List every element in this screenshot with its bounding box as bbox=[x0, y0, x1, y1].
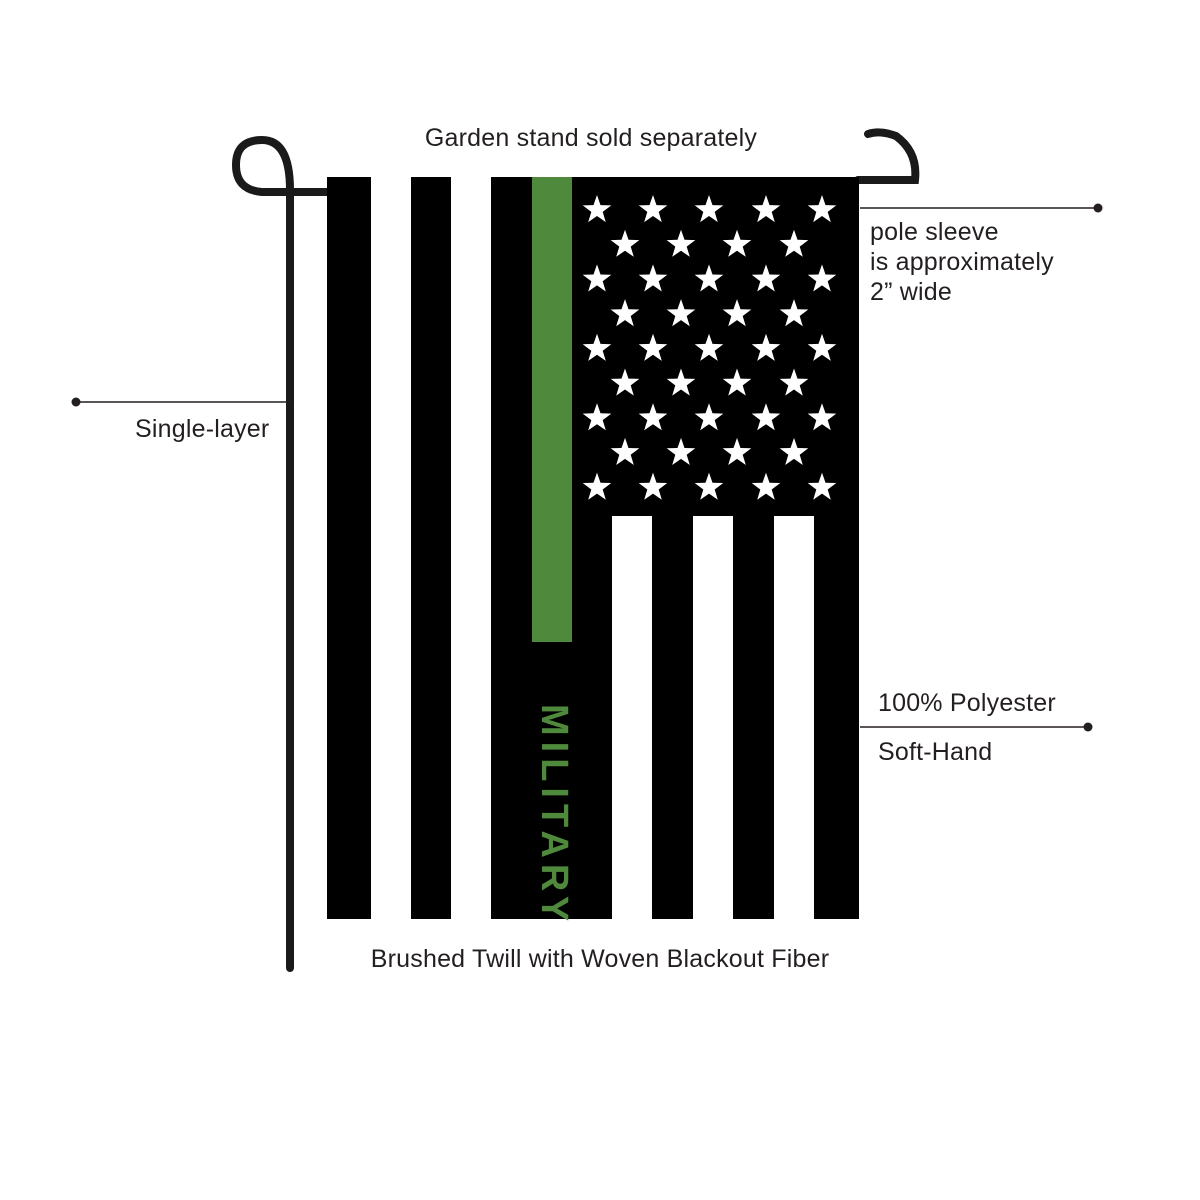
pole-sleeve-label: pole sleeve is approximately 2” wide bbox=[870, 217, 1100, 307]
soft-hand-label: Soft-Hand bbox=[878, 738, 993, 766]
flag-star-icon bbox=[610, 437, 640, 465]
flag-star-icon bbox=[751, 403, 781, 431]
flag-star-icon bbox=[751, 472, 781, 500]
flag-star-icon bbox=[807, 403, 837, 431]
flag-star-icon bbox=[694, 195, 724, 223]
flag-star-icon bbox=[722, 437, 752, 465]
callout-lines bbox=[71, 203, 1103, 732]
pole-sleeve-line-3: 2” wide bbox=[870, 278, 952, 306]
flag-star-icon bbox=[638, 333, 668, 361]
flag-star-icon bbox=[610, 299, 640, 327]
flag-star-icon bbox=[582, 195, 612, 223]
flag-star-icon bbox=[722, 368, 752, 396]
flag-star-icon bbox=[807, 195, 837, 223]
flag-stripes-right bbox=[612, 516, 814, 919]
flag-star-icon bbox=[722, 229, 752, 257]
flag-star-icon bbox=[666, 437, 696, 465]
pole-sleeve-line-1: pole sleeve bbox=[870, 218, 999, 246]
single-layer-label: Single-layer bbox=[135, 415, 270, 443]
flag-star-icon bbox=[779, 299, 809, 327]
flag-star-icon bbox=[638, 403, 668, 431]
stand-note-label: Garden stand sold separately bbox=[424, 124, 758, 152]
flag-star-icon bbox=[638, 195, 668, 223]
flag-star-icon bbox=[638, 264, 668, 292]
flag-star-icon bbox=[694, 264, 724, 292]
star-field bbox=[582, 195, 837, 500]
flag-star-icon bbox=[666, 368, 696, 396]
flag-star-icon bbox=[694, 472, 724, 500]
flag-star-icon bbox=[582, 264, 612, 292]
garden-stand-pole-icon bbox=[231, 128, 920, 972]
flag-star-icon bbox=[610, 368, 640, 396]
flag-star-icon bbox=[638, 472, 668, 500]
flag-star-icon bbox=[722, 299, 752, 327]
flag-star-icon bbox=[807, 333, 837, 361]
flag-star-icon bbox=[779, 229, 809, 257]
flag-star-icon bbox=[582, 403, 612, 431]
flag-star-icon bbox=[582, 472, 612, 500]
flag-star-icon bbox=[779, 368, 809, 396]
flag-star-icon bbox=[751, 333, 781, 361]
fabric-label: Brushed Twill with Woven Blackout Fiber bbox=[370, 945, 830, 973]
flag-star-icon bbox=[807, 264, 837, 292]
polyester-label: 100% Polyester bbox=[878, 689, 1056, 717]
flag-star-icon bbox=[779, 437, 809, 465]
flag-star-icon bbox=[807, 472, 837, 500]
flag-star-icon bbox=[694, 333, 724, 361]
flag-stripes-left bbox=[371, 177, 491, 919]
flag-star-icon bbox=[751, 264, 781, 292]
flag-star-icon bbox=[751, 195, 781, 223]
flag-star-icon bbox=[666, 229, 696, 257]
flag-star-icon bbox=[666, 299, 696, 327]
thin-green-line bbox=[532, 177, 572, 642]
flag-star-icon bbox=[694, 403, 724, 431]
pole-sleeve-line-2: is approximately bbox=[870, 248, 1054, 276]
flag-star-icon bbox=[582, 333, 612, 361]
flag-star-icon bbox=[610, 229, 640, 257]
flag-background bbox=[327, 177, 859, 919]
flag-vertical-text: MILITARY bbox=[533, 704, 575, 927]
